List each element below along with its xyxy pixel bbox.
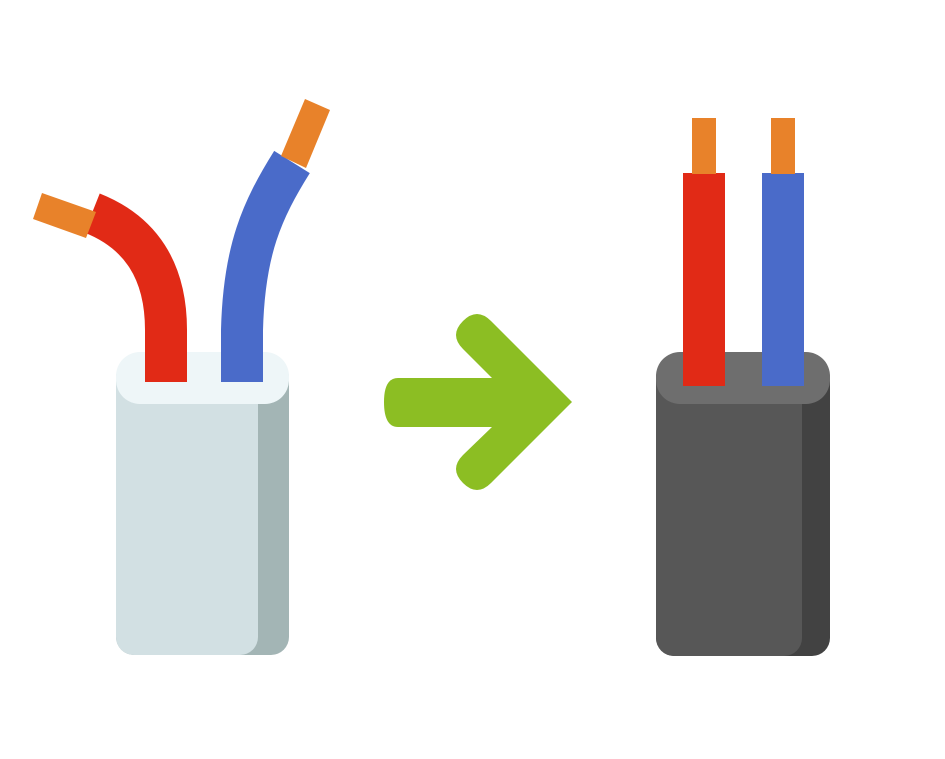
right-blue-wire-copper-tip bbox=[771, 118, 795, 174]
light-cable-jacket-top bbox=[116, 352, 289, 404]
left-red-wire bbox=[83, 193, 187, 382]
left-red-wire-copper-tip bbox=[33, 193, 96, 238]
right-blue-wire bbox=[762, 173, 804, 386]
left-blue-wire-copper-tip bbox=[281, 99, 330, 168]
left-blue-wire bbox=[221, 150, 310, 382]
dark-cable-group bbox=[656, 118, 830, 656]
right-red-wire bbox=[683, 173, 725, 386]
right-arrow-icon bbox=[384, 314, 572, 490]
light-cable-jacket-front bbox=[116, 360, 258, 655]
right-red-wire-copper-tip bbox=[692, 118, 716, 174]
dark-cable-jacket-front bbox=[656, 360, 802, 656]
light-cable-group bbox=[33, 99, 330, 655]
